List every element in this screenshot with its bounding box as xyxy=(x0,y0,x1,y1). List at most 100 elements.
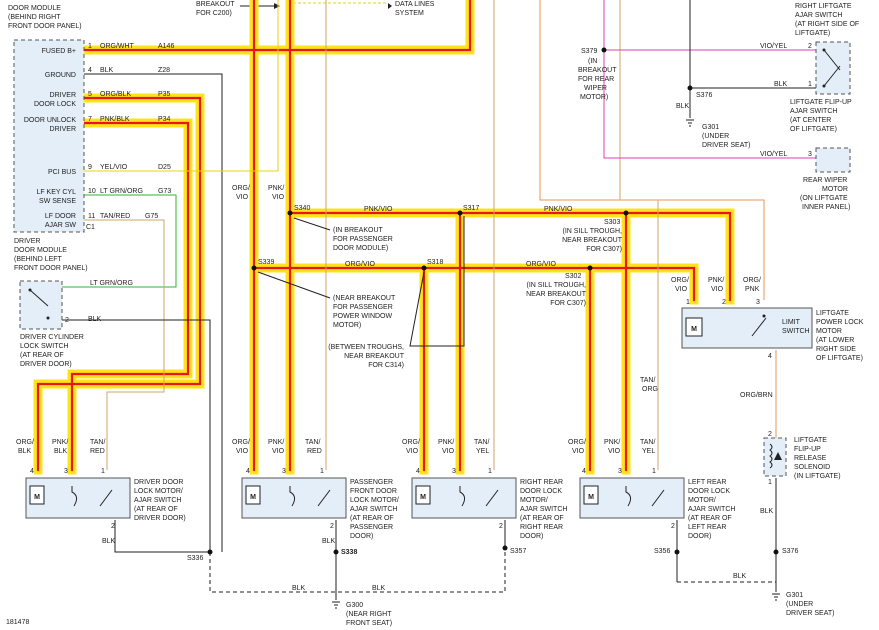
door-wire-labels-left-rear: ORG/ VIO PNK/ VIO TAN/ YEL 4 3 1 xyxy=(568,439,656,475)
svg-text:2: 2 xyxy=(671,523,675,530)
note-s318: (BETWEEN TROUGHS, NEAR BREAKOUT FOR C314… xyxy=(328,344,404,369)
passenger-door-motor-icon: M xyxy=(245,485,331,507)
svg-text:TAN/: TAN/ xyxy=(305,439,320,446)
svg-text:(AT CENTER: (AT CENTER xyxy=(790,117,831,124)
svg-text:7: 7 xyxy=(88,116,92,123)
svg-text:YEL: YEL xyxy=(642,448,655,455)
svg-text:ORG/: ORG/ xyxy=(568,439,586,446)
svg-text:(IN LIFTGATE): (IN LIFTGATE) xyxy=(794,473,841,480)
svg-text:LIFTGATE: LIFTGATE xyxy=(816,310,849,317)
svg-text:(AT REAR OF: (AT REAR OF xyxy=(688,515,732,522)
svg-text:3: 3 xyxy=(64,468,68,475)
splice-s336: S336 xyxy=(187,555,203,562)
svg-text:RED: RED xyxy=(90,448,105,455)
bus-label-org-vio-2: ORG/VIO xyxy=(526,261,557,268)
svg-text:TAN/: TAN/ xyxy=(90,439,105,446)
note-s302: (IN SILL TROUGH, NEAR BREAKOUT FOR C307) xyxy=(526,282,587,307)
svg-text:2: 2 xyxy=(722,299,726,306)
svg-text:C1: C1 xyxy=(86,224,95,231)
svg-text:AJAR SW: AJAR SW xyxy=(45,222,77,229)
svg-text:FRONT DOOR: FRONT DOOR xyxy=(350,488,397,495)
note-s339: (NEAR BREAKOUT FOR PASSENGER POWER WINDO… xyxy=(333,295,396,329)
splice-s379: S379 xyxy=(581,48,597,55)
cyl-wire-label: LT GRN/ORG xyxy=(90,280,133,287)
rear-wiper-motor xyxy=(815,147,851,173)
svg-text:3: 3 xyxy=(808,151,812,158)
top-breakout-label: BREAKOUT FOR C200) xyxy=(196,1,235,17)
svg-text:POWER LOCK: POWER LOCK xyxy=(816,319,864,326)
svg-text:M: M xyxy=(420,494,426,501)
svg-text:9: 9 xyxy=(88,164,92,171)
svg-text:PNK/: PNK/ xyxy=(268,185,284,192)
svg-text:SW SENSE: SW SENSE xyxy=(39,198,76,205)
svg-text:DRIVER SEAT): DRIVER SEAT) xyxy=(702,142,751,149)
svg-text:MOTOR/: MOTOR/ xyxy=(520,497,548,504)
svg-text:RIGHT REAR: RIGHT REAR xyxy=(520,524,563,531)
svg-text:DRIVER SEAT): DRIVER SEAT) xyxy=(786,610,835,617)
svg-text:(AT LOWER: (AT LOWER xyxy=(816,337,854,344)
svg-text:AJAR SWITCH: AJAR SWITCH xyxy=(795,12,842,19)
svg-text:FOR PASSENGER: FOR PASSENGER xyxy=(333,304,393,311)
svg-text:DOOR MODULE): DOOR MODULE) xyxy=(333,245,388,252)
svg-text:DOOR LOCK: DOOR LOCK xyxy=(688,488,730,495)
svg-text:2: 2 xyxy=(65,317,69,324)
svg-text:LEFT REAR: LEFT REAR xyxy=(688,524,726,531)
power-lock-caption: LIFTGATE POWER LOCK MOTOR (AT LOWER RIGH… xyxy=(816,310,864,362)
svg-text:VIO: VIO xyxy=(675,286,688,293)
svg-text:3: 3 xyxy=(452,468,456,475)
svg-text:AJAR SWITCH: AJAR SWITCH xyxy=(520,506,567,513)
svg-text:D25: D25 xyxy=(158,164,171,171)
svg-text:3: 3 xyxy=(618,468,622,475)
svg-text:TAN/RED: TAN/RED xyxy=(100,213,130,220)
svg-text:LIMIT: LIMIT xyxy=(782,319,801,326)
svg-text:(AT REAR OF: (AT REAR OF xyxy=(520,515,564,522)
svg-text:PNK/: PNK/ xyxy=(708,277,724,284)
svg-text:VIO/YEL: VIO/YEL xyxy=(760,151,787,158)
svg-text:AJAR SWITCH: AJAR SWITCH xyxy=(790,108,837,115)
svg-text:INNER PANEL): INNER PANEL) xyxy=(802,204,851,211)
svg-text:2: 2 xyxy=(111,523,115,530)
svg-text:M: M xyxy=(34,494,40,501)
svg-text:TAN/: TAN/ xyxy=(640,377,655,384)
driver-door-lock-motor xyxy=(25,477,131,519)
data-lines-label: DATA LINES SYSTEM xyxy=(395,1,435,17)
driver-module-caption: DRIVER DOOR MODULE (BEHIND LEFT FRONT DO… xyxy=(14,238,88,272)
svg-text:BLK: BLK xyxy=(760,508,774,515)
svg-text:RED: RED xyxy=(307,448,322,455)
note-s340: (IN BREAKOUT FOR PASSENGER DOOR MODULE) xyxy=(333,227,393,252)
svg-text:3: 3 xyxy=(282,468,286,475)
svg-text:DRIVER DOOR): DRIVER DOOR) xyxy=(20,361,72,368)
svg-text:BLK: BLK xyxy=(18,448,32,455)
svg-text:ORG/: ORG/ xyxy=(232,439,250,446)
svg-text:M: M xyxy=(250,494,256,501)
svg-text:AJAR SWITCH: AJAR SWITCH xyxy=(688,506,735,513)
svg-text:VIO: VIO xyxy=(442,448,455,455)
svg-text:(IN SILL TROUGH,: (IN SILL TROUGH, xyxy=(526,282,586,289)
svg-text:TAN/: TAN/ xyxy=(640,439,655,446)
ground-g301-bottom: G301 (UNDER DRIVER SEAT) xyxy=(772,592,835,617)
svg-text:BLK: BLK xyxy=(774,81,788,88)
svg-text:1: 1 xyxy=(88,43,92,50)
liftgate-flipup-ajar-switch xyxy=(815,41,851,95)
svg-text:NEAR BREAKOUT: NEAR BREAKOUT xyxy=(562,237,623,244)
svg-text:1: 1 xyxy=(808,81,812,88)
svg-text:4: 4 xyxy=(30,468,34,475)
svg-text:LOCK MOTOR/: LOCK MOTOR/ xyxy=(134,488,183,495)
svg-text:DRIVER CYLINDER: DRIVER CYLINDER xyxy=(20,334,84,341)
liftgate-power-lock-motor xyxy=(681,307,813,349)
left-rear-door-motor-icon: M xyxy=(583,485,665,507)
cylinder-switch-caption: DRIVER CYLINDER LOCK SWITCH (AT REAR OF … xyxy=(20,334,84,368)
svg-text:PNK/: PNK/ xyxy=(438,439,454,446)
svg-text:GROUND: GROUND xyxy=(45,72,76,79)
svg-text:FOR C200): FOR C200) xyxy=(196,10,232,17)
ground-g300: G300 (NEAR RIGHT FRONT SEAT) xyxy=(332,601,392,627)
breakout-arrow-icon xyxy=(274,3,280,9)
svg-text:DOOR UNLOCK: DOOR UNLOCK xyxy=(24,117,76,124)
bus-label-pnk-vio-2: PNK/VIO xyxy=(544,206,573,213)
svg-text:4: 4 xyxy=(768,353,772,360)
solenoid-coil-icon xyxy=(769,443,782,469)
svg-text:P34: P34 xyxy=(158,116,171,123)
svg-text:LIFTGATE: LIFTGATE xyxy=(794,437,827,444)
svg-text:DRIVER DOOR: DRIVER DOOR xyxy=(134,479,183,486)
svg-text:LIFTGATE FLIP-UP: LIFTGATE FLIP-UP xyxy=(790,99,852,106)
